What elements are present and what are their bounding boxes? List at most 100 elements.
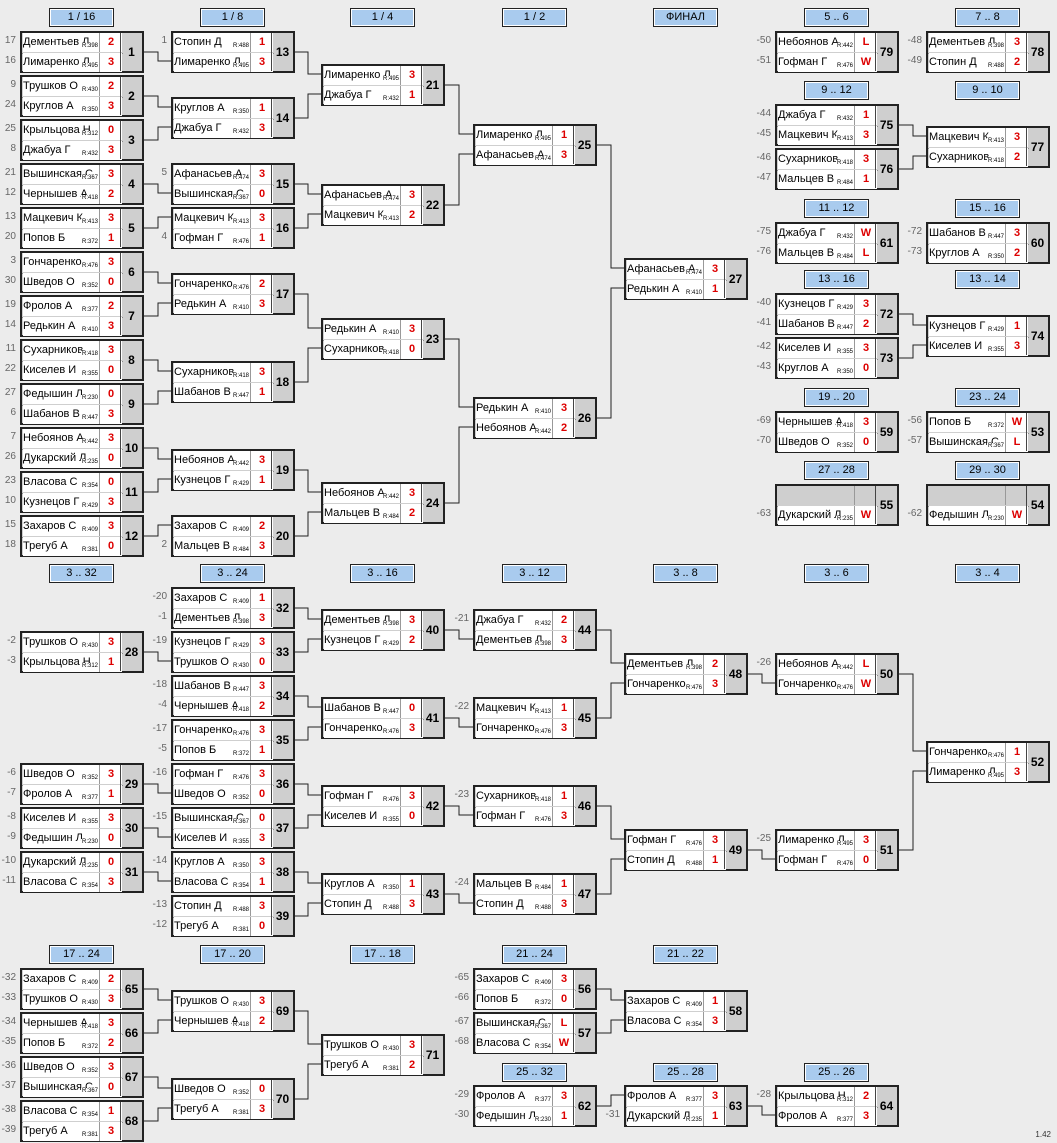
player-row[interactable] xyxy=(777,486,878,507)
player-row[interactable] xyxy=(928,486,1029,507)
